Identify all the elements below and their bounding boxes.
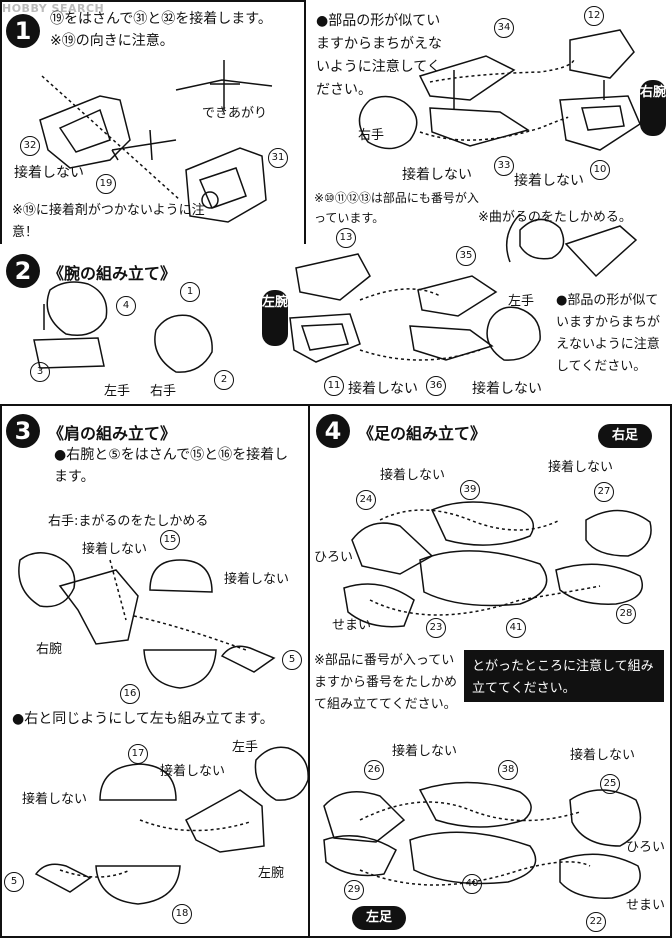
- step3-left-hand: 左手: [232, 740, 259, 755]
- part-23-label: 23: [426, 618, 446, 638]
- right-leg-badge: 右足: [598, 424, 652, 448]
- part-40-label: 40: [462, 874, 482, 894]
- part-34-label: 34: [494, 18, 514, 38]
- part-35-label: 35: [456, 246, 476, 266]
- part-13-label: 13: [336, 228, 356, 248]
- part-38-label: 38: [498, 760, 518, 780]
- part-2-label: 2: [214, 370, 234, 390]
- step3-number: 3: [6, 414, 40, 448]
- step1-note: ※⑲に接着剤がつかないように注意！: [12, 203, 205, 240]
- step2b-no-glue-b: 接着しない: [472, 381, 542, 397]
- step1-done-label: できあがり: [202, 106, 268, 121]
- step2b-no-glue-a: 接着しない: [348, 381, 418, 397]
- part-32-label: 32: [20, 136, 40, 156]
- step3-title: 《肩の組み立て》: [48, 424, 177, 443]
- step3-left-arm: 左腕: [258, 866, 285, 881]
- step2-title: 《腕の組み立て》: [48, 264, 177, 283]
- part-5b-label: 5: [4, 872, 24, 892]
- step4-wide: ひろい: [314, 550, 354, 565]
- step1-line1: ⑲をはさんで㉛と㉜を接着します。: [50, 11, 272, 27]
- step3-hand-note: 右手:まがるのをたしかめる: [48, 514, 209, 529]
- part-19-label: 19: [96, 174, 116, 194]
- part-11-label: 11: [324, 376, 344, 396]
- step2-right-hand: 右手: [150, 384, 177, 399]
- step4-title: 《足の組み立て》: [358, 424, 487, 443]
- part-27-label: 27: [594, 482, 614, 502]
- step1-line2: ※⑲の向きに注意。: [50, 33, 174, 49]
- part-22-label: 22: [586, 912, 606, 932]
- part-16-label: 16: [120, 684, 140, 704]
- step4-no-glue-c: 接着しない: [392, 744, 458, 759]
- step1-no-glue: 接着しない: [14, 165, 84, 181]
- part-3-label: 3: [30, 362, 50, 382]
- step3-desc2: ●右と同じようにして左も組み立てます。: [12, 711, 274, 727]
- right-arm-badge: 右腕: [640, 80, 666, 136]
- part-1-label: 1: [180, 282, 200, 302]
- watermark-logo: HOBBY SEARCH: [2, 2, 105, 15]
- step4-narrow2: せまい: [626, 898, 666, 913]
- step1b-note2: ※⑩⑪⑫⑬は部品にも番号が入っています。: [314, 191, 479, 225]
- step1b-hand-label: 右手: [358, 128, 385, 143]
- part-36-label: 36: [426, 376, 446, 396]
- step1-number: 1: [6, 14, 40, 48]
- part-4-label: 4: [116, 296, 136, 316]
- part-25-label: 25: [600, 774, 620, 794]
- part-15-label: 15: [160, 530, 180, 550]
- step4-warning-box: とがったところに注意して組み立ててください。: [464, 650, 664, 702]
- part-41-label: 41: [506, 618, 526, 638]
- part-33-label: 33: [494, 156, 514, 176]
- part-31-label: 31: [268, 148, 288, 168]
- step1b-note: ●部品の形が似ていますからまちがえないように注意してください。: [316, 13, 442, 98]
- left-leg-badge: 左足: [352, 906, 406, 930]
- step3-arm-label: 右腕: [36, 642, 63, 657]
- step1b-no-glue-b: 接着しない: [514, 173, 584, 189]
- step4-no-glue-b: 接着しない: [548, 460, 614, 475]
- step4-wide2: ひろい: [626, 840, 666, 855]
- step4-narrow: せまい: [332, 618, 372, 633]
- part-28-label: 28: [616, 604, 636, 624]
- part-39-label: 39: [460, 480, 480, 500]
- step1b-note3: ※曲がるのをたしかめる。: [478, 210, 632, 225]
- step3-no-glue-a: 接着しない: [82, 542, 148, 557]
- left-arm-badge: 左腕: [262, 290, 288, 346]
- step2b-note: ●部品の形が似ていますからまちがえないように注意してください。: [556, 293, 661, 374]
- part-33-drawing: [429, 107, 530, 147]
- step3-no-glue-c: 接着しない: [160, 764, 226, 779]
- step4-note: ※部品に番号が入っていますから番号をたしかめて組み立ててください。: [314, 653, 458, 712]
- step1b-no-glue-a: 接着しない: [402, 167, 472, 183]
- part-18-label: 18: [172, 904, 192, 924]
- part-5-label: 5: [282, 650, 302, 670]
- step2-number: 2: [6, 254, 40, 288]
- part-17-label: 17: [128, 744, 148, 764]
- part-10-drawing: [559, 95, 641, 151]
- step3-no-glue-d: 接着しない: [22, 792, 88, 807]
- step4-no-glue-d: 接着しない: [570, 748, 636, 763]
- part-26-label: 26: [364, 760, 384, 780]
- step2-left-hand: 左手: [104, 384, 131, 399]
- part-24-label: 24: [356, 490, 376, 510]
- step4-number: 4: [316, 414, 350, 448]
- step3-no-glue-b: 接着しない: [224, 572, 290, 587]
- part-12-label: 12: [584, 6, 604, 26]
- part-29-label: 29: [344, 880, 364, 900]
- step4-no-glue-a: 接着しない: [380, 468, 446, 483]
- part-12-drawing: [569, 29, 635, 79]
- part-10-label: 10: [590, 160, 610, 180]
- step3-desc: ●右腕と⑤をはさんで⑮と⑯を接着します。: [54, 447, 289, 485]
- step2b-hand-label: 左手: [508, 294, 535, 309]
